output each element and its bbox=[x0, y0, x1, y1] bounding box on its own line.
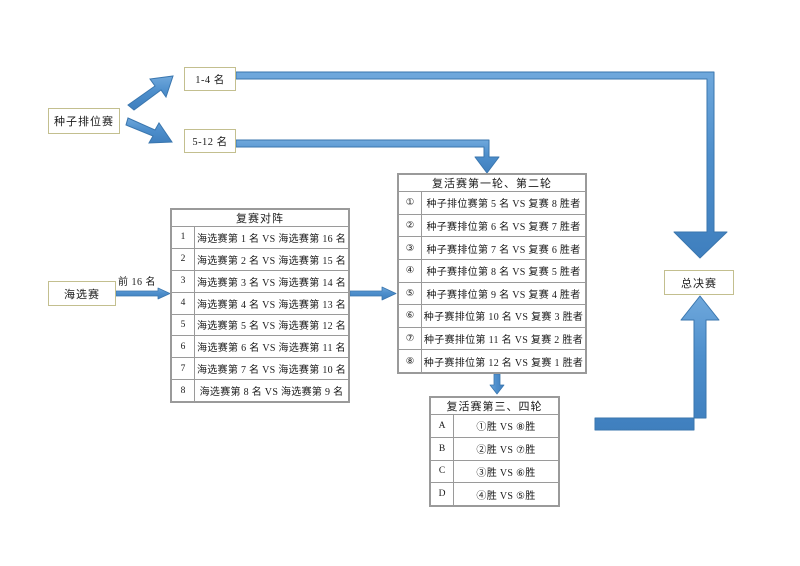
table-row: 2 海选赛第 2 名 VS 海选赛第 15 名 bbox=[171, 247, 349, 271]
table-revival-round12-match: 种子赛排位第 10 名 VS 复赛 3 胜者 bbox=[421, 304, 586, 328]
table-row: ⑧ 种子赛排位第 12 名 VS 复赛 1 胜者 bbox=[398, 349, 586, 373]
table-row: C ③胜 VS ⑥胜 bbox=[430, 459, 559, 484]
table-revival-round12: 复活赛第一轮、第二轮 ① 种子排位赛第 5 名 VS 复赛 8 胜者 ② 种子赛… bbox=[397, 173, 587, 374]
connector-revival12-to-revival34 bbox=[489, 373, 505, 395]
table-row: 6 海选赛第 6 名 VS 海选赛第 11 名 bbox=[171, 335, 349, 359]
table-revival-round12-index: ⑦ bbox=[398, 326, 422, 351]
table-revival-round34: 复活赛第三、四轮 A ①胜 VS ⑧胜 B ②胜 VS ⑦胜 C ③胜 VS ⑥… bbox=[429, 396, 560, 507]
table-row: ① 种子排位赛第 5 名 VS 复赛 8 胜者 bbox=[398, 191, 586, 215]
table-row: ④ 种子赛排位第 8 名 VS 复赛 5 胜者 bbox=[398, 258, 586, 283]
node-qualifier[interactable]: 海选赛 bbox=[48, 281, 116, 306]
table-repechage-match: 海选赛第 8 名 VS 海选赛第 9 名 bbox=[194, 379, 349, 402]
table-row: 8 海选赛第 8 名 VS 海选赛第 9 名 bbox=[171, 379, 349, 402]
node-grand-final[interactable]: 总决赛 bbox=[664, 270, 734, 295]
table-repechage-match: 海选赛第 7 名 VS 海选赛第 10 名 bbox=[194, 357, 349, 381]
table-row: ② 种子赛排位第 6 名 VS 复赛 7 胜者 bbox=[398, 213, 586, 238]
connector-seed-to-rank1-4 bbox=[127, 75, 174, 111]
table-repechage-match: 海选赛第 5 名 VS 海选赛第 12 名 bbox=[194, 313, 349, 337]
table-revival-round12-match: 种子赛排位第 11 名 VS 复赛 2 胜者 bbox=[421, 326, 586, 351]
table-row: ⑦ 种子赛排位第 11 名 VS 复赛 2 胜者 bbox=[398, 326, 586, 351]
table-row: D ④胜 VS ⑤胜 bbox=[430, 482, 559, 506]
table-revival-round34-match: ③胜 VS ⑥胜 bbox=[453, 459, 559, 484]
table-revival-round12-index: ② bbox=[398, 213, 422, 238]
table-row: 3 海选赛第 3 名 VS 海选赛第 14 名 bbox=[171, 269, 349, 293]
table-repechage-match: 海选赛第 3 名 VS 海选赛第 14 名 bbox=[194, 269, 349, 293]
table-revival-round12-index: ⑥ bbox=[398, 304, 422, 328]
table-repechage-match: 海选赛第 2 名 VS 海选赛第 15 名 bbox=[194, 247, 349, 271]
table-revival-round12-match: 种子赛排位第 9 名 VS 复赛 4 胜者 bbox=[421, 281, 586, 306]
table-row: ⑥ 种子赛排位第 10 名 VS 复赛 3 胜者 bbox=[398, 304, 586, 328]
table-revival-round12-index: ⑧ bbox=[398, 349, 422, 373]
table-repechage-title: 复赛对阵 bbox=[171, 209, 349, 227]
table-revival-round12-index: ④ bbox=[398, 258, 422, 283]
table-repechage-index: 1 bbox=[171, 226, 195, 249]
table-revival-round12-match: 种子赛排位第 12 名 VS 复赛 1 胜者 bbox=[421, 349, 586, 373]
table-repechage-match: 海选赛第 1 名 VS 海选赛第 16 名 bbox=[194, 226, 349, 249]
table-revival-round34-title: 复活赛第三、四轮 bbox=[430, 397, 559, 415]
node-rank-5-12[interactable]: 5-12 名 bbox=[184, 129, 236, 153]
node-seed-ranking-label: 种子排位赛 bbox=[54, 116, 114, 128]
table-revival-round34-match: ②胜 VS ⑦胜 bbox=[453, 436, 559, 461]
table-repechage-match: 海选赛第 4 名 VS 海选赛第 13 名 bbox=[194, 291, 349, 315]
node-seed-ranking[interactable]: 种子排位赛 bbox=[48, 108, 120, 134]
table-repechage-index: 4 bbox=[171, 291, 195, 315]
node-rank-1-4[interactable]: 1-4 名 bbox=[184, 67, 236, 91]
table-revival-round12-index: ③ bbox=[398, 236, 422, 260]
table-row: 7 海选赛第 7 名 VS 海选赛第 10 名 bbox=[171, 357, 349, 381]
table-revival-round12-match: 种子排位赛第 5 名 VS 复赛 8 胜者 bbox=[421, 191, 586, 215]
table-repechage-match: 海选赛第 6 名 VS 海选赛第 11 名 bbox=[194, 335, 349, 359]
node-qualifier-label: 海选赛 bbox=[64, 288, 100, 301]
table-revival-round12-index: ① bbox=[398, 191, 422, 215]
table-revival-round34-index: B bbox=[430, 436, 454, 461]
table-repechage-index: 2 bbox=[171, 247, 195, 271]
node-rank-5-12-label: 5-12 名 bbox=[192, 136, 228, 148]
table-row: 1 海选赛第 1 名 VS 海选赛第 16 名 bbox=[171, 226, 349, 249]
table-repechage-index: 5 bbox=[171, 313, 195, 337]
table-revival-round34-index: A bbox=[430, 414, 454, 438]
table-revival-round12-index: ⑤ bbox=[398, 281, 422, 306]
table-revival-round12-match: 种子赛排位第 6 名 VS 复赛 7 胜者 bbox=[421, 213, 586, 238]
table-row: 5 海选赛第 5 名 VS 海选赛第 12 名 bbox=[171, 313, 349, 337]
connector-qualifier-to-repechage bbox=[115, 287, 171, 300]
table-row: B ②胜 VS ⑦胜 bbox=[430, 436, 559, 461]
table-repechage-index: 8 bbox=[171, 379, 195, 402]
table-revival-round12-match: 种子赛排位第 8 名 VS 复赛 5 胜者 bbox=[421, 258, 586, 283]
table-row: ③ 种子赛排位第 7 名 VS 复赛 6 胜者 bbox=[398, 236, 586, 260]
connector-rank5-12-to-revival12 bbox=[235, 139, 500, 174]
table-row: 4 海选赛第 4 名 VS 海选赛第 13 名 bbox=[171, 291, 349, 315]
node-grand-final-label: 总决赛 bbox=[681, 277, 717, 290]
table-repechage: 复赛对阵 1 海选赛第 1 名 VS 海选赛第 16 名 2 海选赛第 2 名 … bbox=[170, 208, 350, 403]
table-revival-round12-title: 复活赛第一轮、第二轮 bbox=[398, 174, 586, 192]
table-revival-round34-index: D bbox=[430, 482, 454, 506]
table-revival-round34-match: ①胜 VS ⑧胜 bbox=[453, 414, 559, 438]
table-row: ⑤ 种子赛排位第 9 名 VS 复赛 4 胜者 bbox=[398, 281, 586, 306]
connector-revival34-to-final bbox=[594, 295, 720, 431]
connector-rank1-4-to-final bbox=[235, 71, 728, 259]
connector-seed-to-rank5-12 bbox=[125, 117, 173, 144]
table-revival-round34-index: C bbox=[430, 459, 454, 484]
table-repechage-index: 7 bbox=[171, 357, 195, 381]
table-repechage-index: 6 bbox=[171, 335, 195, 359]
label-top16: 前 16 名 bbox=[118, 277, 156, 288]
table-row: A ①胜 VS ⑧胜 bbox=[430, 414, 559, 438]
table-revival-round34-match: ④胜 VS ⑤胜 bbox=[453, 482, 559, 506]
table-revival-round12-match: 种子赛排位第 7 名 VS 复赛 6 胜者 bbox=[421, 236, 586, 260]
node-rank-1-4-label: 1-4 名 bbox=[195, 74, 225, 86]
table-repechage-index: 3 bbox=[171, 269, 195, 293]
connector-repechage-to-revival12 bbox=[349, 286, 397, 301]
